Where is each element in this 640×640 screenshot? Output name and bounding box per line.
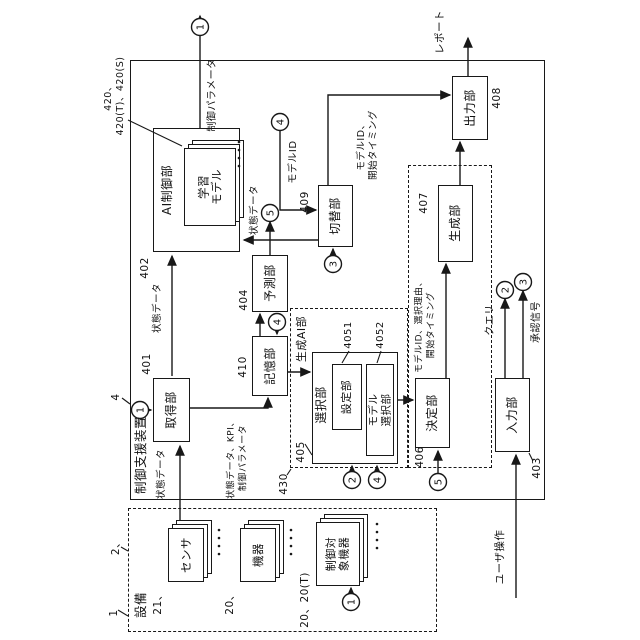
selection-label: 選択部	[313, 386, 328, 424]
setting-box	[332, 364, 362, 430]
input-box	[495, 378, 530, 452]
generation-ref: 407	[417, 192, 430, 214]
setting-ref: 4051	[342, 321, 354, 349]
gen-ai-label: 生成AI部	[294, 315, 308, 363]
prediction-ref: 404	[237, 289, 250, 311]
sensor-ref: 21、	[151, 589, 164, 615]
gen-ai-dashed-box-right	[408, 165, 492, 468]
device-ref: 4	[109, 393, 122, 401]
model-id-label: モデルID	[287, 140, 299, 184]
output-label: 出力部	[462, 89, 477, 127]
controlled-device-label: 制御対 象機器	[324, 536, 351, 572]
input-label: 入力部	[504, 396, 519, 434]
model-id-start-label: モデルID、 開始タイミング	[356, 109, 379, 181]
svg-text:1: 1	[196, 24, 207, 30]
approval-label: 承認信号	[530, 301, 542, 343]
storage-box	[252, 336, 288, 396]
state-data-a-label: 状態データ	[156, 448, 167, 500]
controlled-device-ref: 20、20(T)	[298, 572, 311, 628]
output-box	[452, 76, 488, 140]
decision-box	[415, 378, 450, 448]
control-param-label: 制御パラメータ	[206, 58, 218, 132]
prediction-box	[252, 255, 288, 312]
connector-1-top: 1	[190, 17, 210, 37]
user-op-label: ユーザ操作	[493, 529, 506, 585]
equipment-group-ref: 2、	[109, 536, 122, 556]
equipment-title: 設備	[132, 591, 148, 619]
ai-control-label: AI制御部	[159, 164, 174, 216]
leader-ref4	[121, 397, 131, 405]
output-ref: 408	[490, 87, 503, 109]
state-data-pred-label: 状態データ	[249, 184, 260, 236]
acquisition-box	[153, 378, 190, 442]
switching-box	[318, 185, 353, 247]
device-stack-front	[240, 528, 276, 582]
model-selection-ref: 4052	[374, 321, 386, 349]
storage-label: 記憶部	[262, 347, 277, 385]
control-support-device-box	[130, 60, 545, 500]
prediction-label: 予測部	[262, 264, 277, 302]
generation-label: 生成部	[447, 204, 462, 242]
report-label: レポート	[433, 10, 446, 54]
decision-label: 決定部	[424, 394, 439, 432]
acquisition-ref: 401	[140, 353, 153, 375]
model-selection-label: モデル 選択部	[367, 393, 393, 427]
device-ref2: 20、	[223, 589, 236, 615]
sensor-stack-front	[168, 528, 204, 582]
generation-box	[438, 185, 473, 262]
sensor-label: センサ	[178, 537, 193, 573]
query-label: クエリ	[484, 304, 496, 336]
state-kpi-param-label: 状態データ、KPI、 制御パラメータ	[226, 417, 249, 499]
acquisition-label: 取得部	[163, 391, 178, 429]
gen-ai-ref: 430	[277, 473, 290, 495]
switching-ref: 409	[298, 191, 311, 213]
state-data-b-label: 状態データ	[152, 282, 163, 334]
switching-label: 切替部	[327, 197, 342, 235]
storage-ref: 410	[236, 356, 249, 378]
input-ref: 403	[530, 457, 543, 479]
equipment-box	[128, 508, 437, 632]
setting-label: 設定部	[339, 379, 353, 415]
learning-model-refs: 420、 420(T)、420(S)	[103, 56, 126, 136]
device-label: 機器	[250, 543, 265, 567]
controlled-device-stack-front	[316, 522, 360, 586]
device-title: 制御支援装置	[132, 415, 148, 495]
learning-model-stack-front	[184, 148, 236, 226]
equipment-ref: 1	[107, 609, 120, 617]
model-selection-box	[366, 364, 394, 456]
selection-ref: 405	[294, 441, 307, 463]
ai-control-ref: 402	[138, 257, 151, 279]
learning-model-label: 学習 モデル	[196, 169, 224, 205]
decision-ref: 406	[413, 446, 426, 468]
model-reason-start-label: モデルID、選択理由、 開始タイミング	[414, 276, 437, 374]
